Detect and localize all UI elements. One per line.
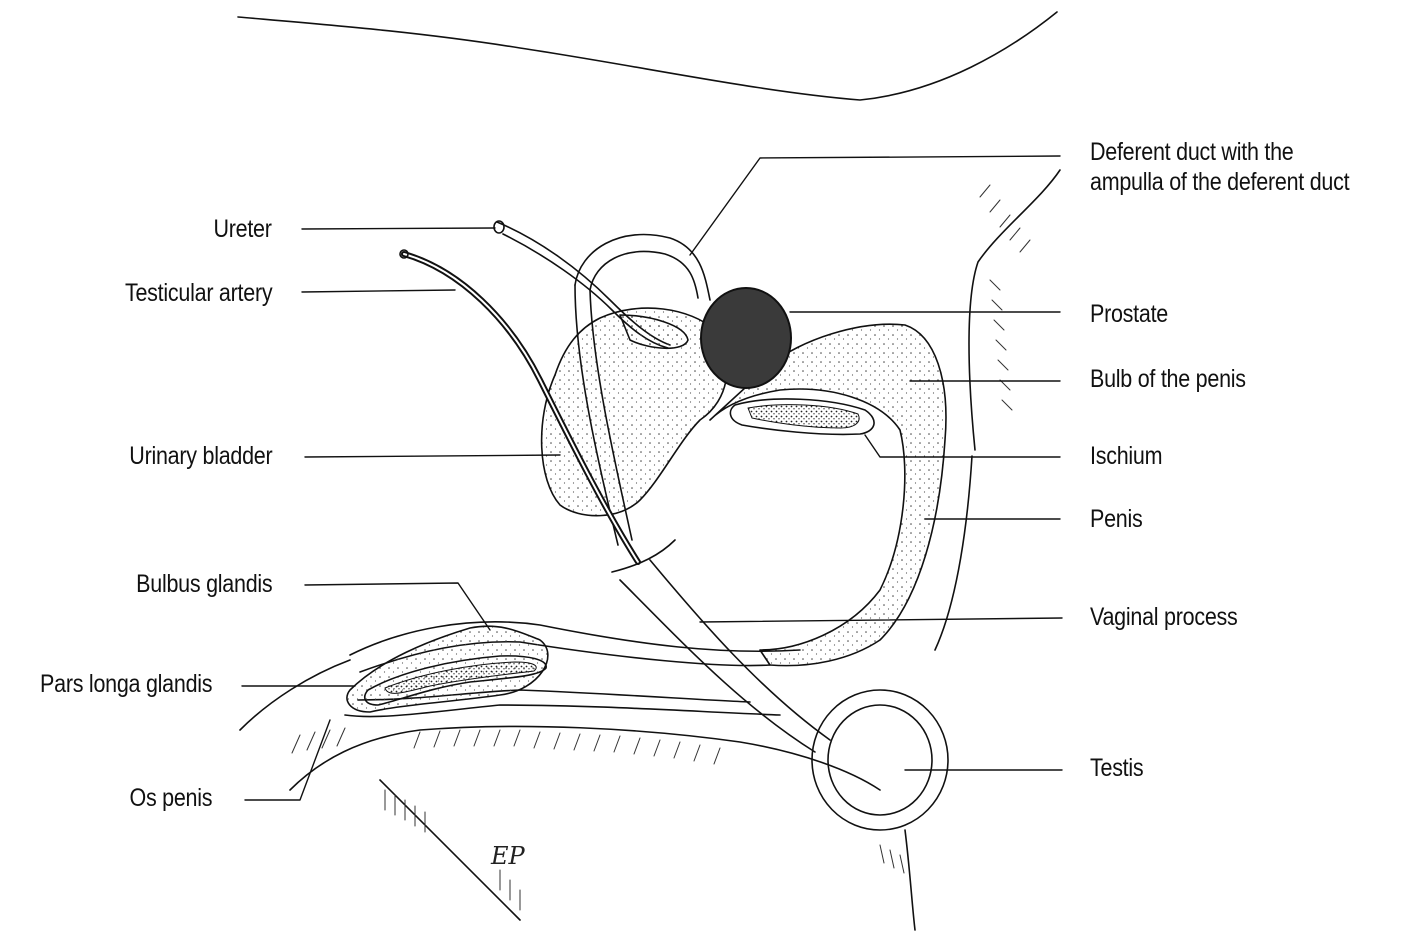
label-pars-longa-glandis: Pars longa glandis <box>40 672 212 697</box>
label-ureter: Ureter <box>214 217 272 242</box>
label-urinary-bladder: Urinary bladder <box>129 444 272 469</box>
artist-signature: EP <box>491 842 525 870</box>
testis-outer <box>812 690 948 830</box>
label-deferent-duct-line1: Deferent duct with the <box>1090 137 1349 167</box>
testis-inner <box>828 705 932 815</box>
thigh-contour <box>969 170 1060 450</box>
label-testis: Testis <box>1090 756 1143 781</box>
label-testicular-artery: Testicular artery <box>125 281 272 306</box>
label-prostate: Prostate <box>1090 302 1168 327</box>
label-bulbus-glandis: Bulbus glandis <box>136 572 272 597</box>
label-ischium: Ischium <box>1090 444 1162 469</box>
penis-outer-lower <box>345 705 780 717</box>
label-deferent-duct: Deferent duct with the ampulla of the de… <box>1090 137 1349 197</box>
prostate-body <box>701 288 791 388</box>
label-bulb-of-penis: Bulb of the penis <box>1090 367 1246 392</box>
label-vaginal-process: Vaginal process <box>1090 605 1238 630</box>
label-deferent-duct-line2: ampulla of the deferent duct <box>1090 167 1349 197</box>
ventral-contour <box>240 660 350 730</box>
label-penis: Penis <box>1090 507 1143 532</box>
leg-contour <box>905 830 915 930</box>
deferent-duct <box>575 235 710 300</box>
ischium-inner <box>748 405 859 428</box>
deferent-duct-inner <box>590 252 698 298</box>
body-contour-top <box>238 12 1057 100</box>
label-os-penis: Os penis <box>129 786 212 811</box>
vaginal-process-outer <box>612 540 830 740</box>
